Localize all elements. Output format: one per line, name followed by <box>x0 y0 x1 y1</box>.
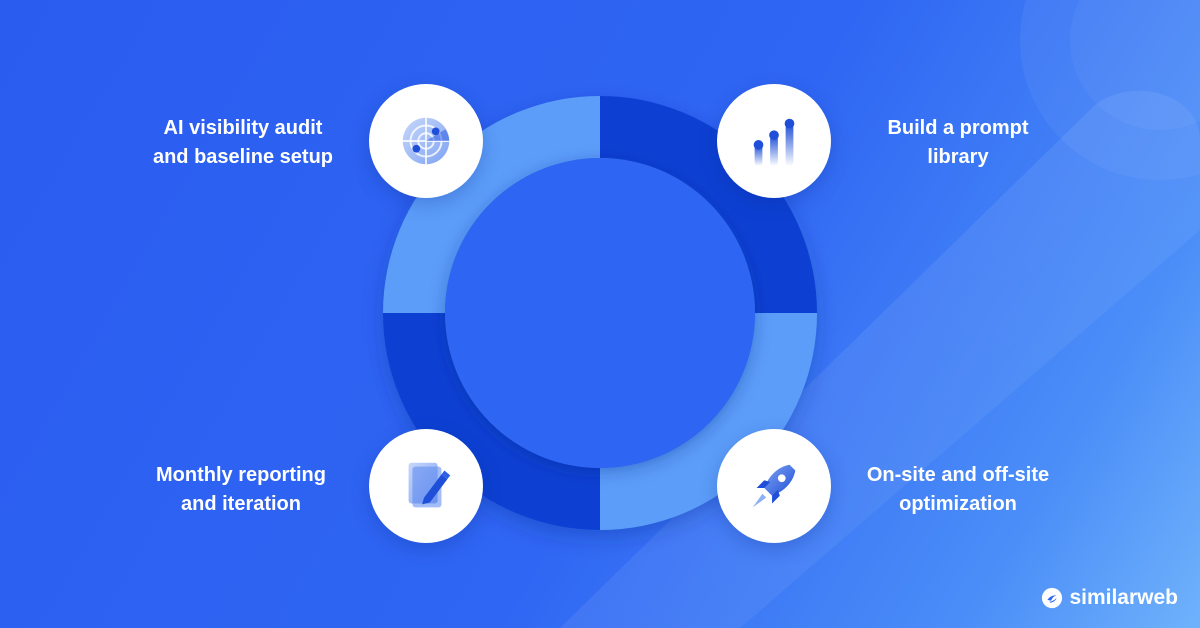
ring-segment-bottom-left <box>383 313 600 530</box>
step-4-label: Monthly reporting and iteration <box>131 461 351 519</box>
step-1-icon-circle <box>369 84 483 198</box>
ring-segment-top-right <box>600 96 817 313</box>
radar-icon <box>402 117 450 165</box>
similarweb-logo-icon <box>1042 587 1063 609</box>
step-2-label: Build a prompt library <box>848 114 1068 172</box>
brand-logo: similarweb <box>1041 586 1178 610</box>
step-3-icon-circle <box>717 429 831 543</box>
step-1-label-line1: AI visibility audit <box>163 117 323 139</box>
step-2-label-line1: Build a prompt <box>887 117 1029 139</box>
bar-chart-icon <box>753 118 795 167</box>
step-3-label-line2: optimization <box>899 493 1017 515</box>
step-3-label-line1: On-site and off-site <box>866 464 1050 486</box>
step-3-label: On-site and off-site optimization <box>848 461 1068 519</box>
document-edit-icon <box>408 462 451 508</box>
step-2-icon-circle <box>717 84 831 198</box>
step-4-label-line1: Monthly reporting <box>156 464 326 486</box>
step-2-label-line2: library <box>927 146 989 168</box>
rocket-icon <box>752 464 796 508</box>
brand-name: similarweb <box>1069 586 1178 609</box>
step-1-label: AI visibility audit and baseline setup <box>133 114 353 172</box>
step-1-label-line2: and baseline setup <box>152 146 334 168</box>
step-4-icon-circle <box>369 429 483 543</box>
ring-center <box>445 158 755 468</box>
step-4-label-line2: and iteration <box>180 493 301 515</box>
ring-segment-top-left <box>383 96 600 313</box>
ring-segment-bottom-right <box>600 313 817 530</box>
